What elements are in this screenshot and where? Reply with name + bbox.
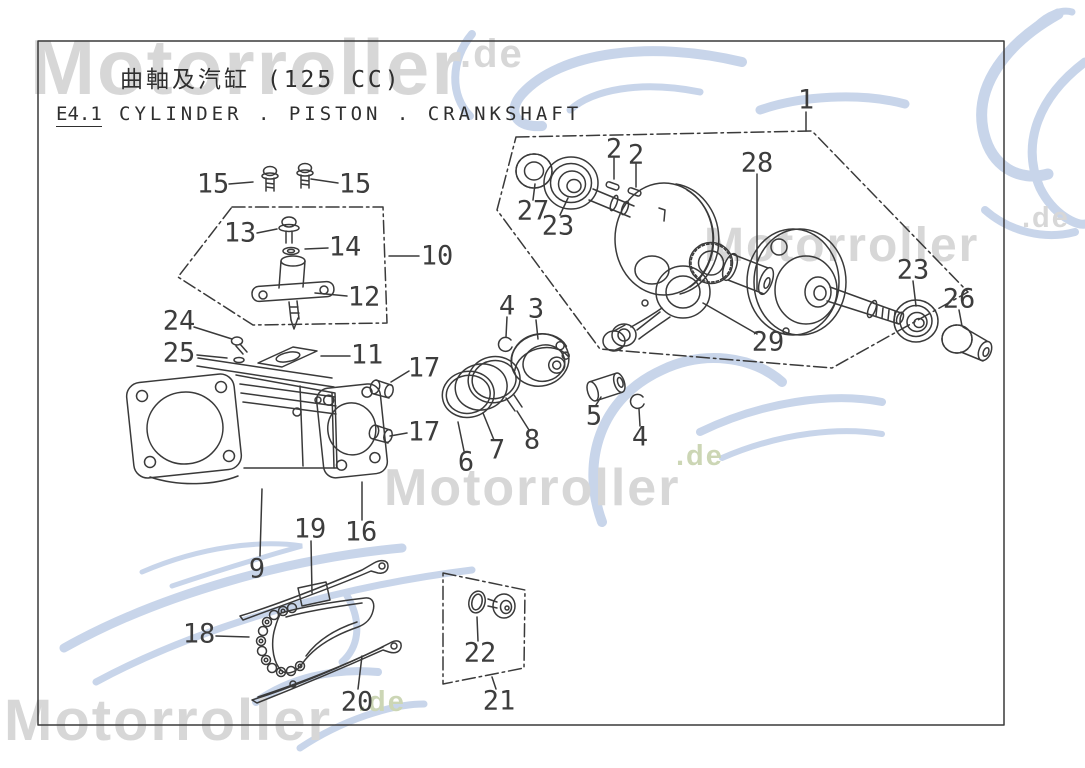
watermark-right-de: .de <box>1022 202 1070 234</box>
part-label-10: 10 <box>420 240 454 272</box>
part-label-4: 4 <box>631 421 649 453</box>
bolt-15-right <box>296 162 314 189</box>
part-label-27: 27 <box>516 195 550 227</box>
piston-3 <box>510 333 570 387</box>
washer-14-hole <box>286 248 296 254</box>
swirl-logo-middle <box>588 353 886 527</box>
dowel-pins-17 <box>368 379 394 444</box>
part-label-2: 2 <box>627 139 645 171</box>
part-label-26: 26 <box>942 283 976 315</box>
washer-14 <box>282 246 300 256</box>
part-label-29: 29 <box>751 326 785 358</box>
bearing-23-left <box>543 156 599 210</box>
part-label-6: 6 <box>457 446 475 478</box>
part-label-23: 23 <box>541 210 575 242</box>
bird-logo-top-center <box>451 30 910 132</box>
group-outlines <box>177 130 969 685</box>
part-label-19: 19 <box>293 513 327 545</box>
part-label-8: 8 <box>523 424 541 456</box>
connecting-rod-29 <box>602 265 711 352</box>
chain-guide-20 <box>251 640 402 704</box>
part-label-15: 15 <box>196 168 230 200</box>
oring-22 <box>468 590 486 614</box>
piston-pin-5 <box>586 372 626 402</box>
cam-chain-18 <box>255 597 375 678</box>
part-label-14: 14 <box>328 231 362 263</box>
bearing-23-right <box>893 299 939 343</box>
drain-bolt-22 <box>487 593 516 619</box>
chain-guide-19 <box>239 559 389 621</box>
crank-pin <box>721 252 775 296</box>
part-label-21: 21 <box>482 685 516 717</box>
diagram-frame <box>37 40 1005 726</box>
cam-chain-tensioner-12 <box>251 255 335 330</box>
watermark-middle: Motorroller <box>384 459 681 517</box>
part-label-28: 28 <box>740 147 774 179</box>
part-label-9: 9 <box>248 553 266 585</box>
bolt-13 <box>278 216 300 244</box>
part-label-12: 12 <box>347 281 381 313</box>
part-label-5: 5 <box>585 400 603 432</box>
part-label-11: 11 <box>350 339 384 371</box>
part-label-25: 25 <box>162 337 196 369</box>
leader-lines <box>193 111 963 690</box>
needle-bearing <box>688 241 734 285</box>
part-label-17: 17 <box>407 416 441 448</box>
part-label-16: 16 <box>344 516 378 548</box>
watermark-bottom: Motorroller <box>4 688 333 753</box>
chain-links <box>255 602 306 678</box>
part-label-4: 4 <box>498 290 516 322</box>
bird-logo-top-right <box>976 7 1085 240</box>
tensioner-gasket-11 <box>257 346 318 368</box>
part-label-3: 3 <box>527 293 545 325</box>
part-label-1: 1 <box>797 84 815 116</box>
part-label-2: 2 <box>605 133 623 165</box>
title-chinese: 曲軸及汽缸 (125 CC) <box>120 67 402 93</box>
part-label-17: 17 <box>407 352 441 384</box>
washer-25 <box>233 356 245 364</box>
cylinder-9 <box>125 357 338 485</box>
cam-sprocket-27 <box>515 153 553 189</box>
ring-gap-marks <box>505 394 523 412</box>
part-label-15: 15 <box>338 168 372 200</box>
bolt-24 <box>230 336 248 355</box>
part-label-18: 18 <box>182 618 216 650</box>
part-label-7: 7 <box>488 434 506 466</box>
head-gasket-16 <box>315 383 389 479</box>
watermark-middle-de: .de <box>676 440 724 472</box>
part-label-24: 24 <box>162 305 196 337</box>
piston-rings-6-7-8 <box>441 355 521 419</box>
crank-web-right <box>746 228 847 336</box>
circlip-4-right <box>629 393 645 410</box>
bolt-15-left <box>261 165 279 192</box>
section-code: E4.1 <box>56 103 102 127</box>
watermark-bottom-de: .de <box>358 686 406 718</box>
part-label-20: 20 <box>340 686 374 718</box>
circlip-4-left <box>497 336 513 353</box>
part-label-23: 23 <box>896 254 930 286</box>
title-english: CYLINDER . PISTON . CRANKSHAFT <box>119 103 583 125</box>
drive-sprocket-26 <box>941 324 993 362</box>
part-label-22: 22 <box>463 637 497 669</box>
part-label-13: 13 <box>223 217 257 249</box>
